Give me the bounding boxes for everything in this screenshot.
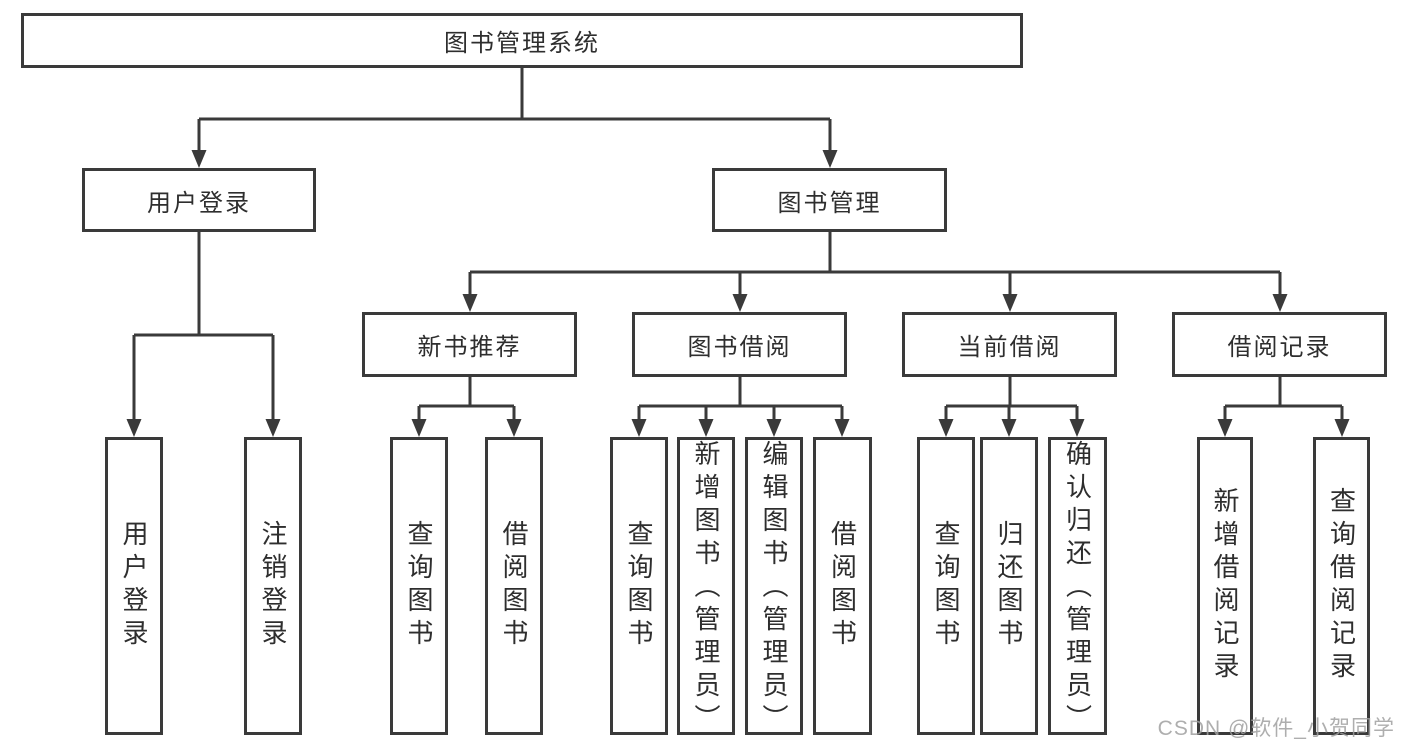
node-system-root: 图书管理系统: [21, 13, 1023, 68]
node-new-book-recommend-label: 新书推荐: [417, 334, 522, 361]
leaf-return-books: 归还图书: [980, 437, 1038, 735]
leaf-add-borrow-record-label: 新增借阅记录: [1210, 487, 1240, 685]
node-system-root-label: 图书管理系统: [444, 30, 600, 57]
node-current-borrowing-label: 当前借阅: [957, 334, 1062, 361]
leaf-add-books-admin: 新增图书（管理员）: [677, 437, 735, 737]
leaf-query-borrow-record-label: 查询借阅记录: [1326, 487, 1357, 685]
leaf-query-books-current-label: 查询图书: [931, 520, 961, 652]
leaf-add-books-admin-label: 新增图书（管理员）: [691, 440, 721, 737]
leaf-return-books-label: 归还图书: [994, 520, 1024, 652]
node-current-borrowing: 当前借阅: [902, 312, 1117, 377]
leaf-query-books-recommend: 查询图书: [390, 437, 448, 735]
leaf-query-books-borrowing-label: 查询图书: [624, 520, 654, 652]
leaf-logout: 注销登录: [244, 437, 302, 735]
arrowheads: [126, 150, 1350, 437]
leaf-user-login: 用户登录: [105, 437, 163, 735]
node-book-borrowing-label: 图书借阅: [687, 334, 792, 361]
leaf-borrow-books-borrowing: 借阅图书: [813, 437, 872, 735]
node-book-borrowing: 图书借阅: [632, 312, 847, 377]
leaf-query-books-borrowing: 查询图书: [610, 437, 668, 735]
leaf-edit-books-admin-label: 编辑图书（管理员）: [759, 440, 789, 737]
node-new-book-recommend: 新书推荐: [362, 312, 577, 377]
leaf-borrow-books-borrowing-label: 借阅图书: [827, 520, 858, 652]
watermark: CSDN @软件_小贺同学: [1157, 717, 1395, 740]
leaf-user-login-label: 用户登录: [119, 520, 149, 652]
node-user-login-branch-label: 用户登录: [147, 189, 251, 217]
leaf-borrow-books-recommend-label: 借阅图书: [499, 520, 529, 652]
leaf-confirm-return-admin: 确认归还（管理员）: [1048, 437, 1107, 737]
leaf-query-books-recommend-label: 查询图书: [404, 520, 434, 652]
node-borrowing-records: 借阅记录: [1172, 312, 1387, 377]
leaf-add-borrow-record: 新增借阅记录: [1197, 437, 1253, 735]
leaf-edit-books-admin: 编辑图书（管理员）: [745, 437, 803, 737]
leaf-query-borrow-record: 查询借阅记录: [1313, 437, 1370, 735]
node-borrowing-records-label: 借阅记录: [1227, 334, 1332, 361]
leaf-logout-label: 注销登录: [258, 520, 288, 652]
leaf-confirm-return-admin-label: 确认归还（管理员）: [1062, 440, 1093, 737]
node-book-management-branch: 图书管理: [712, 168, 947, 232]
leaf-query-books-current: 查询图书: [917, 437, 975, 735]
leaf-borrow-books-recommend: 借阅图书: [485, 437, 543, 735]
node-user-login-branch: 用户登录: [82, 168, 316, 232]
node-book-management-branch-label: 图书管理: [777, 189, 882, 217]
